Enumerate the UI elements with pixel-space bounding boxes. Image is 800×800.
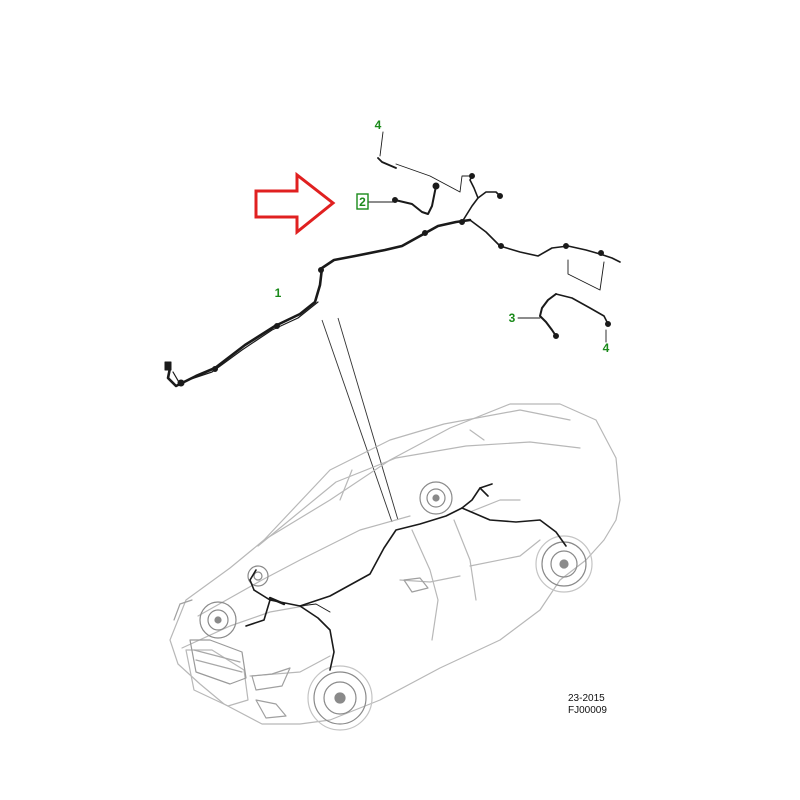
rear-left-disc <box>419 481 453 515</box>
wheels <box>199 481 593 731</box>
rear-right-disc <box>535 535 593 593</box>
callout-4-top: 4 <box>375 118 382 132</box>
callout-labels: 1 2 3 4 4 <box>275 118 610 355</box>
front-left-disc <box>199 601 237 639</box>
reference-figure-code: FJ00009 <box>568 705 607 716</box>
callout-1: 1 <box>275 286 282 300</box>
reference-date-code: 23-2015 <box>568 693 605 704</box>
installed-harness <box>245 483 567 671</box>
callout-2: 2 <box>359 195 366 209</box>
highlight-arrow <box>254 171 336 236</box>
front-left-caliper <box>247 565 269 587</box>
leader-lines <box>321 317 399 523</box>
callout-3: 3 <box>509 311 516 325</box>
front-right-disc <box>307 665 373 731</box>
main-harness <box>164 218 621 388</box>
reference-code: 23-2015 FJ00009 <box>568 693 607 716</box>
callout-2-highlight-box <box>356 193 369 210</box>
rear-right-branch <box>517 259 611 343</box>
upper-branch <box>367 131 503 223</box>
car-illustration <box>169 403 621 725</box>
callout-4-bottom: 4 <box>603 341 610 355</box>
